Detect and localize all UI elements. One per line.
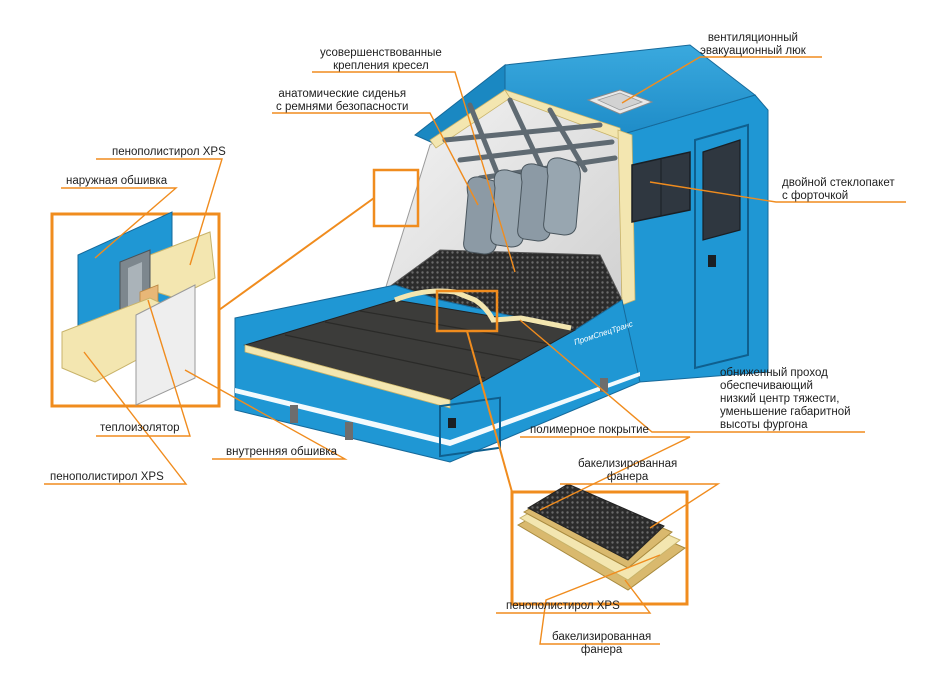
label-anatomic-seats-line2: с ремнями безопасности [276, 101, 409, 113]
label-outer-skin: наружная обшивка [66, 175, 168, 187]
label-ventilation-hatch-line2: эвакуационный люк [700, 45, 806, 57]
label-ventilation-hatch: вентиляционный эвакуационный люк [700, 32, 806, 58]
label-lowered-aisle-line1: обниженный проход [720, 367, 828, 379]
label-bakelite-plywood-bottom-line2: фанера [580, 644, 623, 656]
label-anatomic-seats: анатомические сиденья с ремнями безопасн… [276, 88, 408, 114]
label-anatomic-seats-line1: анатомические сиденья [278, 88, 407, 100]
label-xps-left-bottom: пенополистирол XPS [50, 471, 164, 483]
rear-door [694, 123, 749, 370]
passenger-seats [463, 157, 581, 255]
label-heat-insulator: теплоизолятор [100, 422, 180, 434]
label-bakelite-plywood-top-line2: фанера [606, 471, 649, 483]
label-polymer-coating: полимерное покрытие [530, 424, 649, 436]
floor-section-inset [510, 483, 689, 606]
label-lowered-aisle-line4: уменьшение габаритной [720, 406, 851, 418]
label-double-glazing: двойной стеклопакет с форточкой [782, 177, 895, 203]
label-bakelite-plywood-bottom: бакелизированная фанера [552, 631, 651, 657]
label-lowered-aisle: обниженный проход обеспечивающий низкий … [720, 367, 851, 432]
label-bakelite-plywood-top-line1: бакелизированная [578, 458, 678, 470]
label-double-glazing-line1: двойной стеклопакет [782, 177, 895, 189]
label-bakelite-plywood-top: бакелизированная фанера [578, 458, 677, 484]
label-lowered-aisle-line2: обеспечивающий [720, 380, 813, 392]
label-lowered-aisle-line3: низкий центр тяжести, [720, 393, 840, 405]
label-improved-seat-mounts: усовершенствованные крепления кресел [320, 47, 442, 73]
label-improved-seat-mounts-line1: усовершенствованные [320, 47, 442, 59]
label-xps-bottom: пенополистирол XPS [506, 600, 620, 612]
label-ventilation-hatch-line1: вентиляционный [707, 32, 798, 44]
label-improved-seat-mounts-line2: крепления кресел [333, 60, 429, 72]
floor-section-connector [466, 330, 513, 493]
label-inner-skin: внутренняя обшивка [226, 446, 338, 458]
wall-section-connector [218, 197, 375, 311]
side-window [631, 151, 691, 223]
wall-section-inset [50, 211, 221, 408]
label-bakelite-plywood-bottom-line1: бакелизированная [552, 631, 652, 643]
leader-lines [44, 56, 906, 645]
roof-hatch [586, 89, 654, 115]
label-xps-top: пенополистирол XPS [112, 146, 226, 158]
van-body: ПромСпецТранс [234, 44, 769, 463]
label-double-glazing-line2: с форточкой [782, 190, 849, 202]
label-lowered-aisle-line5: высоты фургона [720, 419, 808, 431]
